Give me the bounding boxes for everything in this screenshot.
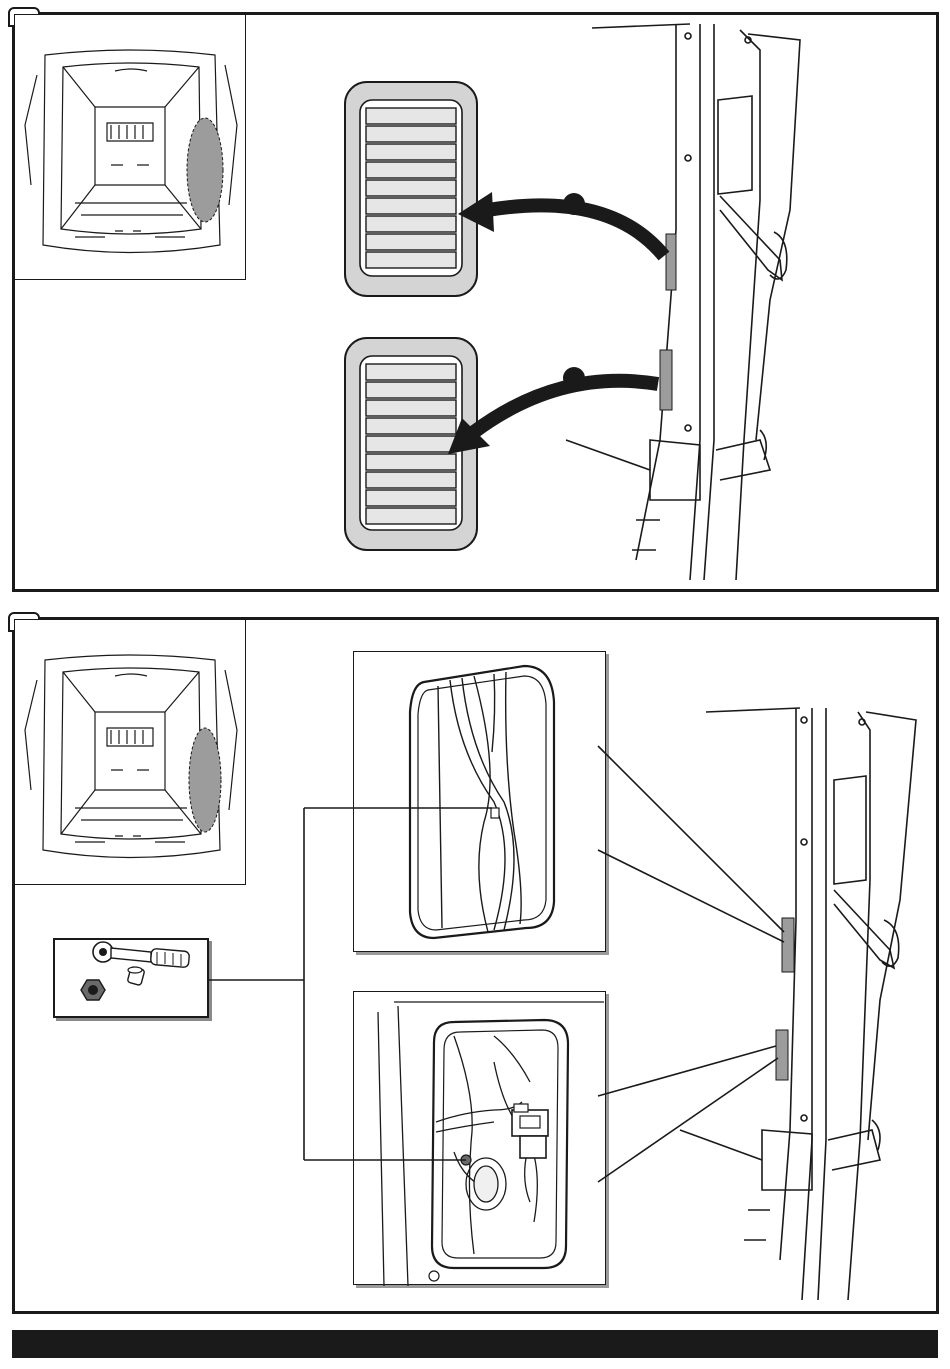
lower-access-location — [776, 1030, 788, 1080]
leader-lines — [598, 746, 784, 1182]
footer-bar — [12, 1330, 938, 1358]
pillar-illustration-step-2 — [680, 708, 916, 1300]
upper-access-location — [782, 918, 794, 972]
tool-bracket-lines — [209, 808, 492, 1160]
